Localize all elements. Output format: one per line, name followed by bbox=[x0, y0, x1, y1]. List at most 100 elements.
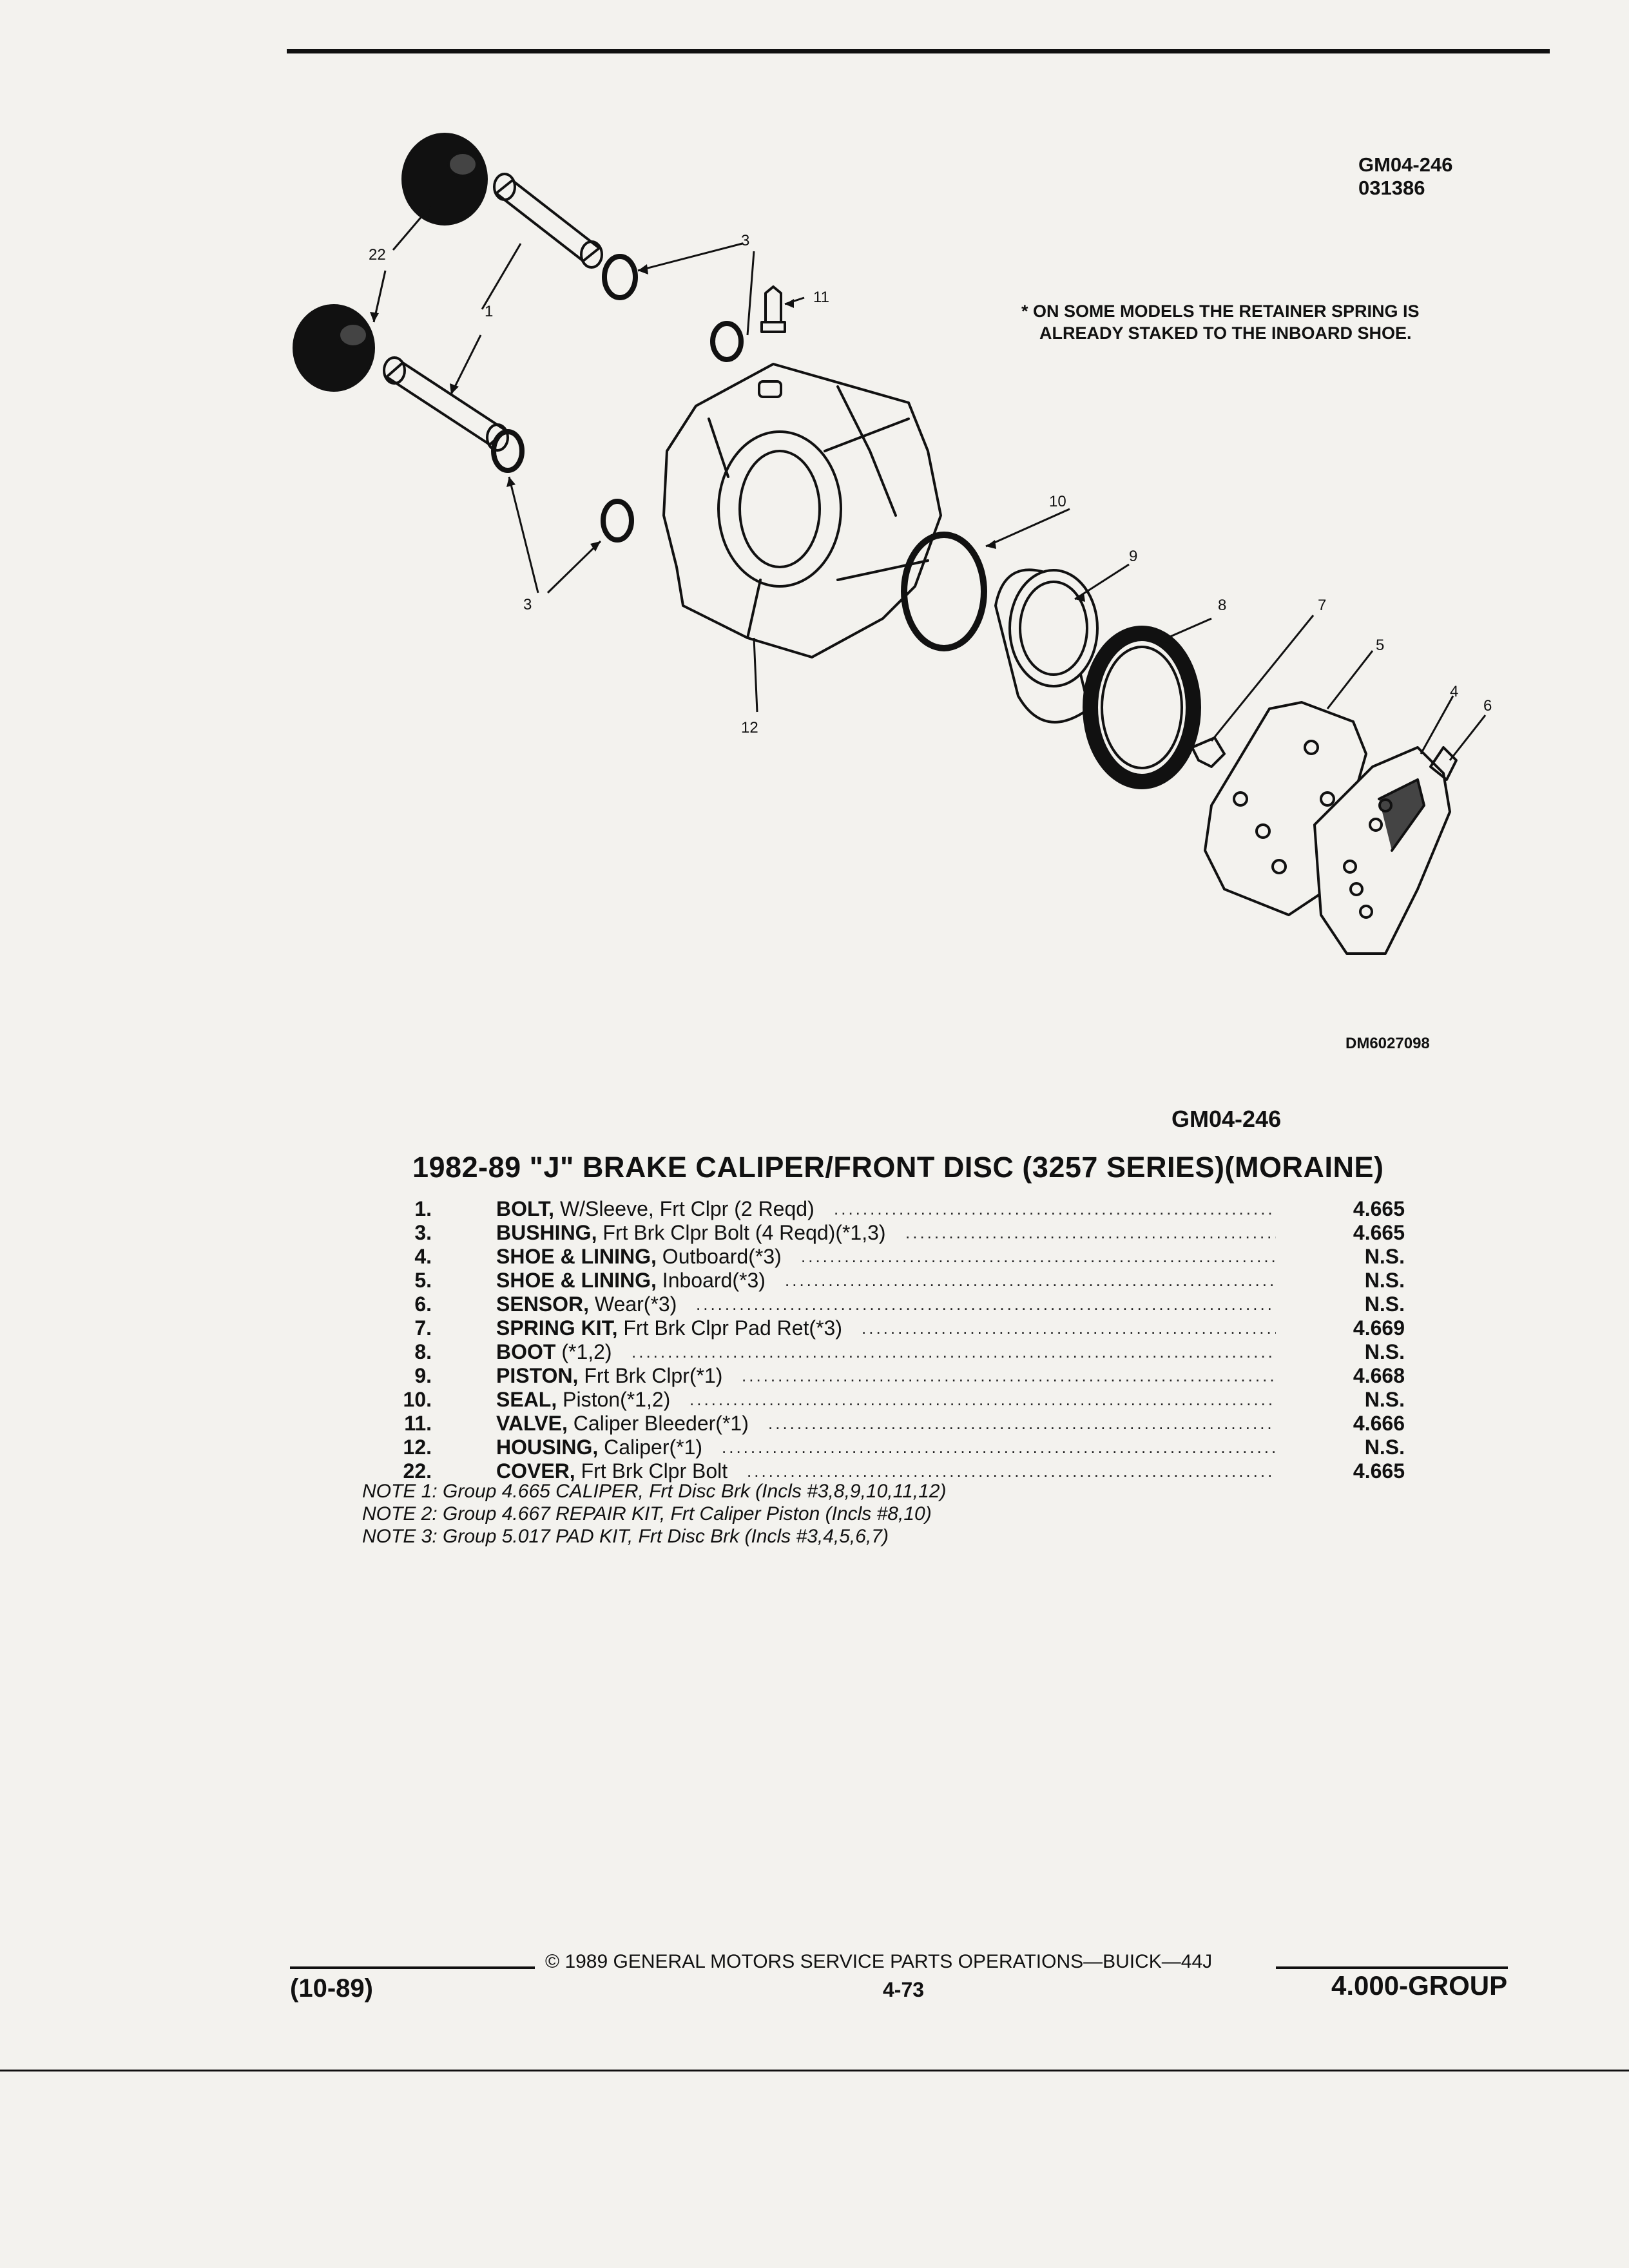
part-name: COVER, Frt Brk Clpr Bolt bbox=[496, 1459, 728, 1483]
drawing-id: GM04-246 bbox=[1358, 153, 1453, 176]
callout-5: 5 bbox=[1376, 637, 1385, 654]
part-number: 7. bbox=[414, 1316, 432, 1340]
drawing-date: 031386 bbox=[1358, 177, 1425, 199]
part-number: 1. bbox=[414, 1197, 432, 1220]
part-name-bold: VALVE, bbox=[496, 1412, 568, 1435]
parts-row: 9. PISTON, Frt Brk Clpr(*1)..............… bbox=[361, 1364, 1405, 1388]
part-number: 9. bbox=[414, 1364, 432, 1387]
leader-dots: ........................................… bbox=[742, 1366, 1276, 1385]
outboard-shoe bbox=[1313, 746, 1451, 955]
part-name-bold: BOOT bbox=[496, 1340, 556, 1363]
callout-11: 11 bbox=[813, 289, 829, 306]
parts-row: 5.SHOE & LINING, Inboard(*3)............… bbox=[361, 1269, 1405, 1293]
part-name-bold: COVER, bbox=[496, 1459, 575, 1483]
part-name: SENSOR, Wear(*3) bbox=[496, 1293, 677, 1316]
parts-row: 22.COVER, Frt Brk Clpr Bolt.............… bbox=[361, 1459, 1405, 1483]
callout-6: 6 bbox=[1483, 697, 1492, 715]
leader-dots: ........................................… bbox=[747, 1461, 1276, 1481]
bottom-rule bbox=[0, 2070, 1629, 2071]
part-name: PISTON, Frt Brk Clpr(*1) bbox=[496, 1364, 722, 1388]
part-name: SEAL, Piston(*1,2) bbox=[496, 1388, 670, 1412]
footer-page-number: 4-73 bbox=[883, 1978, 925, 2001]
section-group-code: GM04-246 bbox=[1171, 1106, 1282, 1132]
part-name-bold: BUSHING, bbox=[496, 1221, 597, 1244]
part-name-bold: SHOE & LINING, bbox=[496, 1245, 657, 1268]
parts-row: 11. VALVE, Caliper Bleeder(*1)...........… bbox=[361, 1412, 1405, 1436]
part-group: 4.665 bbox=[1353, 1221, 1405, 1244]
piston-seal bbox=[901, 532, 987, 651]
part-number: 6. bbox=[414, 1293, 432, 1316]
callout-3-upper: 3 bbox=[741, 232, 750, 249]
part-description: Inboard(*3) bbox=[662, 1269, 766, 1292]
part-description: Frt Brk Clpr Bolt bbox=[581, 1459, 728, 1483]
part-description: Wear(*3) bbox=[594, 1293, 677, 1316]
part-name: BOOT (*1,2) bbox=[496, 1340, 612, 1364]
part-description: Frt Brk Clpr(*1) bbox=[584, 1364, 723, 1387]
callout-4: 4 bbox=[1450, 683, 1459, 700]
part-name-bold: BOLT, bbox=[496, 1197, 555, 1220]
part-description: W/Sleeve, Frt Clpr (2 Reqd) bbox=[559, 1197, 815, 1220]
bolt-cover-lower bbox=[293, 304, 375, 392]
bleeder-valve bbox=[760, 285, 786, 333]
dm-number: DM6027098 bbox=[1345, 1035, 1430, 1052]
brake-caliper-exploded-diagram bbox=[293, 133, 1487, 955]
part-description: (*1,2) bbox=[561, 1340, 612, 1363]
callout-10: 10 bbox=[1049, 493, 1066, 510]
leader-dots: ........................................… bbox=[862, 1318, 1276, 1338]
parts-row: 6.SENSOR, Wear(*3)......................… bbox=[361, 1293, 1405, 1316]
part-number: 4. bbox=[414, 1245, 432, 1268]
bolt-lower bbox=[383, 356, 509, 452]
bolt-upper bbox=[493, 173, 603, 269]
leader-dots: ........................................… bbox=[801, 1247, 1276, 1266]
leader-dots: ........................................… bbox=[768, 1414, 1276, 1433]
part-number: 10. bbox=[403, 1388, 432, 1411]
part-description: Caliper(*1) bbox=[604, 1436, 703, 1459]
footer-date-code: (10-89) bbox=[290, 1974, 373, 2003]
wear-sensor bbox=[1429, 746, 1458, 781]
parts-row: 7. SPRING KIT, Frt Brk Clpr Pad Ret(*3)..… bbox=[361, 1316, 1405, 1340]
footer-group: 4.000-GROUP bbox=[1331, 1970, 1508, 2001]
callout-9: 9 bbox=[1129, 548, 1138, 565]
part-description: Piston(*1,2) bbox=[563, 1388, 671, 1411]
part-group: N.S. bbox=[1364, 1293, 1405, 1316]
top-rule bbox=[287, 49, 1550, 53]
callout-7: 7 bbox=[1318, 597, 1327, 614]
callout-8: 8 bbox=[1218, 597, 1227, 614]
leader-dots: ........................................… bbox=[689, 1390, 1276, 1409]
note-1: NOTE 1: Group 4.665 CALIPER, Frt Disc Br… bbox=[362, 1481, 947, 1502]
part-name-bold: HOUSING, bbox=[496, 1436, 599, 1459]
part-description: Frt Brk Clpr Bolt (4 Reqd)(*1,3) bbox=[602, 1221, 886, 1244]
part-number: 11. bbox=[404, 1412, 432, 1435]
part-name-bold: PISTON, bbox=[496, 1364, 579, 1387]
part-name: VALVE, Caliper Bleeder(*1) bbox=[496, 1412, 749, 1436]
bushing-2 bbox=[710, 321, 744, 362]
part-group: N.S. bbox=[1364, 1436, 1405, 1459]
callout-22: 22 bbox=[369, 246, 386, 264]
part-name: SHOE & LINING, Outboard(*3) bbox=[496, 1245, 782, 1269]
retainer-note-line-2: ALREADY STAKED TO THE INBOARD SHOE. bbox=[1039, 323, 1412, 343]
part-name: HOUSING, Caliper(*1) bbox=[496, 1436, 702, 1459]
part-group: N.S. bbox=[1364, 1269, 1405, 1292]
callout-1: 1 bbox=[485, 303, 494, 320]
part-name: SPRING KIT, Frt Brk Clpr Pad Ret(*3) bbox=[496, 1316, 842, 1340]
part-group: N.S. bbox=[1364, 1388, 1405, 1411]
part-group: 4.665 bbox=[1353, 1197, 1405, 1220]
part-group: N.S. bbox=[1364, 1245, 1405, 1268]
parts-row: 1. BOLT, W/Sleeve, Frt Clpr (2 Reqd).....… bbox=[361, 1197, 1405, 1221]
parts-list: 1. BOLT, W/Sleeve, Frt Clpr (2 Reqd).....… bbox=[361, 1197, 1405, 1483]
retainer-spring bbox=[1191, 736, 1226, 768]
parts-row: 4. SHOE & LINING, Outboard(*3)...........… bbox=[361, 1245, 1405, 1269]
part-number: 8. bbox=[414, 1340, 432, 1363]
leader-dots: ........................................… bbox=[834, 1199, 1276, 1218]
part-name: SHOE & LINING, Inboard(*3) bbox=[496, 1269, 766, 1293]
section-title: 1982-89 "J" BRAKE CALIPER/FRONT DISC (32… bbox=[412, 1151, 1384, 1184]
part-name-bold: SENSOR, bbox=[496, 1293, 590, 1316]
piston-boot bbox=[1083, 626, 1201, 789]
parts-row: 8.BOOT (*1,2)...........................… bbox=[361, 1340, 1405, 1364]
parts-row: 3.BUSHING, Frt Brk Clpr Bolt (4 Reqd)(*1… bbox=[361, 1221, 1405, 1245]
part-name: BUSHING, Frt Brk Clpr Bolt (4 Reqd)(*1,3… bbox=[496, 1221, 886, 1245]
callout-3-lower: 3 bbox=[523, 596, 532, 613]
footer-rule-left bbox=[290, 1966, 535, 1969]
footer-copyright: © 1989 GENERAL MOTORS SERVICE PARTS OPER… bbox=[545, 1951, 1213, 1972]
footer-rule-right bbox=[1276, 1966, 1508, 1969]
